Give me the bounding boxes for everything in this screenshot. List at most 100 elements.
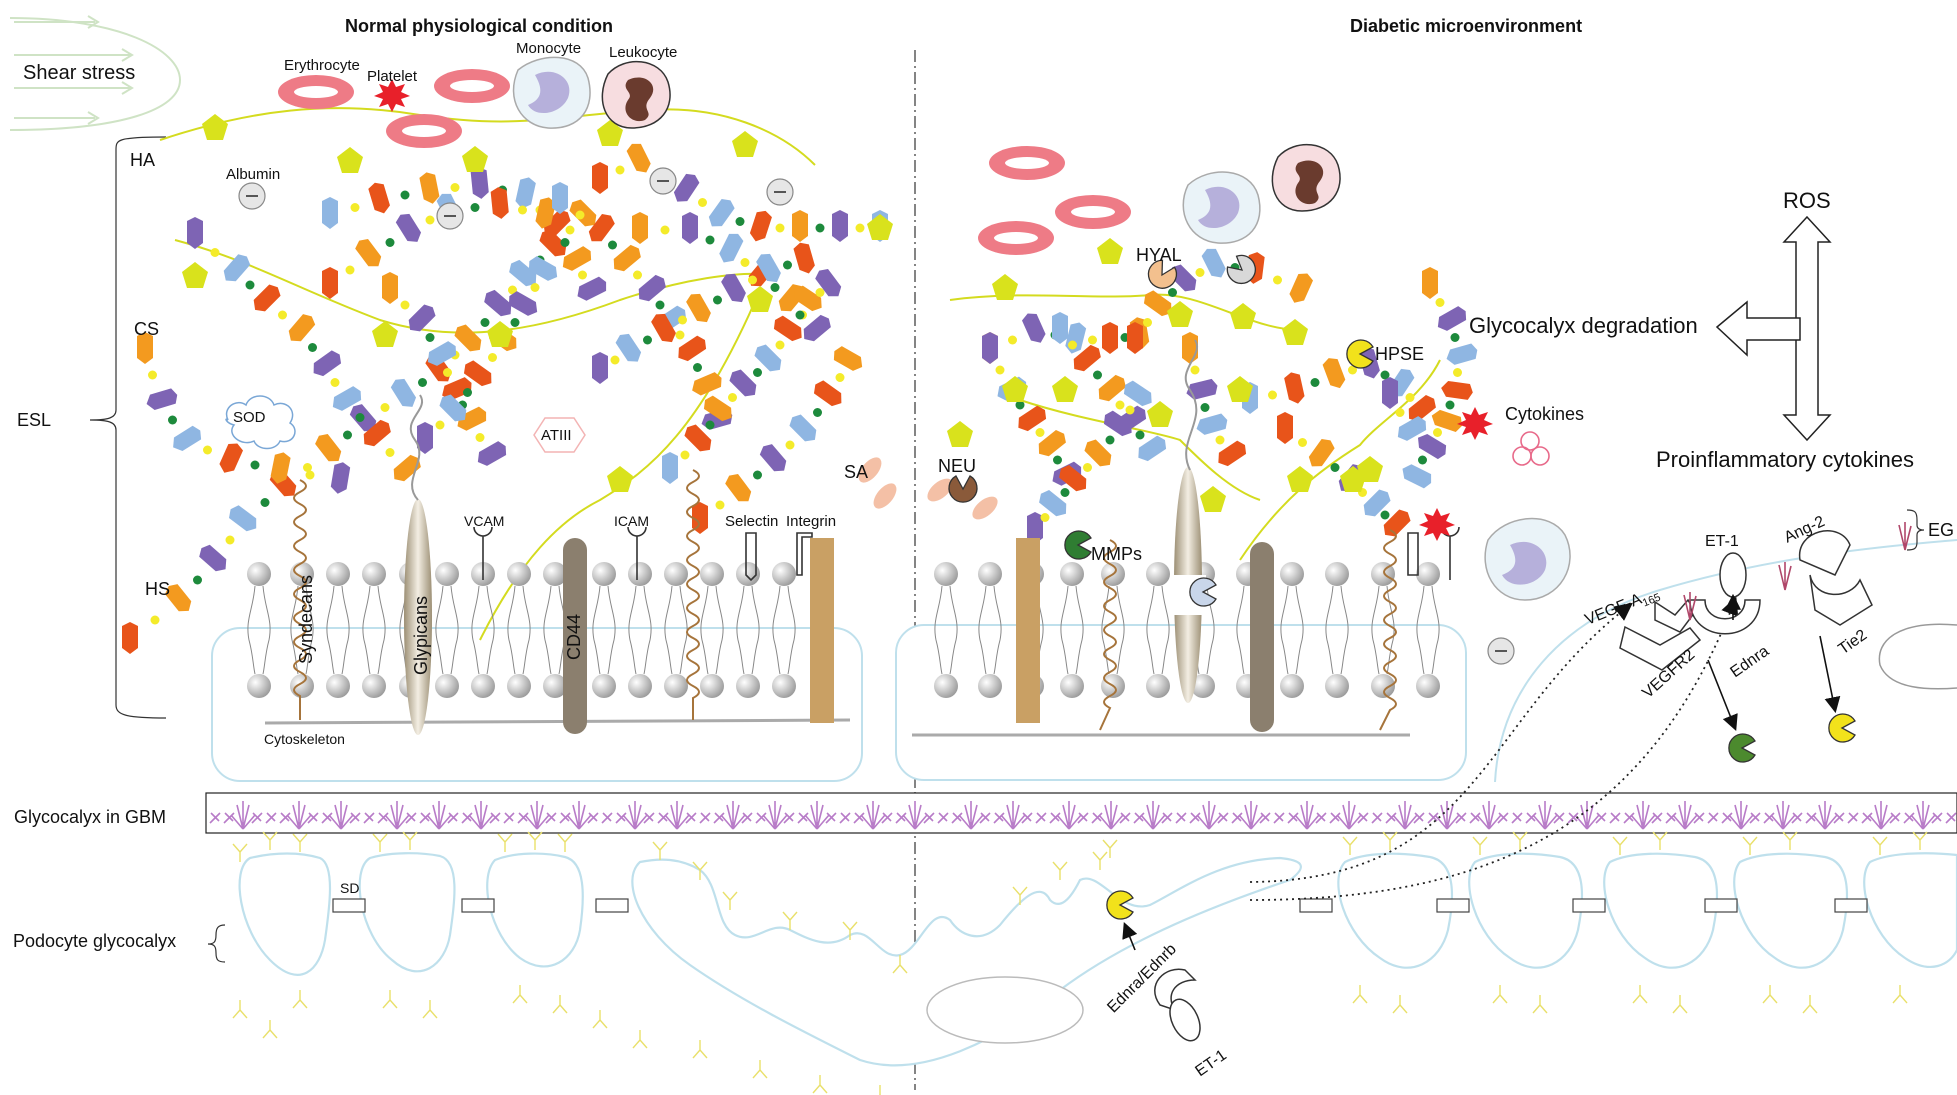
podocyte-nucleus bbox=[926, 976, 1084, 1044]
ha-unit bbox=[462, 146, 488, 172]
phospholipid bbox=[1146, 562, 1170, 698]
phospholipid bbox=[435, 562, 459, 698]
label-glycocalyx-degradation: Glycocalyx degradation bbox=[1469, 313, 1698, 338]
ang2-ligand bbox=[1799, 530, 1851, 576]
label-mmps: MMPs bbox=[1091, 544, 1142, 564]
phospholipid bbox=[247, 562, 271, 698]
vcam-receptor bbox=[473, 526, 493, 580]
et1-ligand-bottom bbox=[1169, 998, 1201, 1042]
ha-unit bbox=[947, 421, 973, 447]
erythrocyte bbox=[1055, 195, 1131, 229]
syndecan-spring bbox=[686, 469, 700, 720]
label-et1-top: ET-1 bbox=[1705, 533, 1739, 550]
platelet-burst bbox=[374, 79, 410, 112]
label-esl: ESL bbox=[17, 410, 52, 430]
ha-unit bbox=[1287, 466, 1313, 492]
ha-unit bbox=[1227, 376, 1253, 402]
cytokine-rings bbox=[1512, 431, 1550, 466]
ha-unit bbox=[1002, 376, 1028, 402]
glycan-chain bbox=[1382, 377, 1427, 441]
integrin-bar-diabetic bbox=[1016, 538, 1040, 723]
phospholipid bbox=[290, 562, 314, 698]
glycan-chain bbox=[137, 332, 351, 494]
label-podocyte-glycocalyx: Podocyte glycocalyx bbox=[13, 931, 177, 951]
label-erythrocyte: Erythrocyte bbox=[284, 57, 360, 74]
ros-arrow bbox=[1782, 215, 1832, 442]
slit-diaphragms bbox=[332, 898, 1868, 913]
label-cs: CS bbox=[134, 319, 160, 339]
podocyte-layer bbox=[238, 852, 1957, 1067]
label-eg: EG bbox=[1928, 520, 1955, 540]
ha-unit bbox=[732, 131, 758, 157]
neu-enzyme bbox=[948, 475, 978, 503]
label-neu: NEU bbox=[938, 456, 977, 476]
podocyte-glycocalyx-sprouts bbox=[232, 831, 1928, 1095]
ha-unit bbox=[1052, 376, 1078, 402]
ha-unit bbox=[867, 214, 893, 240]
label-glypicans: Glypicans bbox=[411, 595, 431, 675]
tie2-product bbox=[1828, 713, 1856, 743]
sa-protein bbox=[858, 457, 882, 483]
vegfr2-receptor bbox=[1619, 625, 1702, 671]
platelet-burst bbox=[1419, 508, 1455, 541]
ha-unit bbox=[597, 120, 623, 146]
phospholipid bbox=[507, 562, 531, 698]
cd44-core bbox=[563, 538, 587, 734]
label-integrin: Integrin bbox=[786, 513, 837, 530]
eg-sprouts bbox=[1683, 522, 1912, 621]
shear-stress-arrows bbox=[9, 15, 182, 131]
icam-receptor bbox=[627, 526, 647, 580]
title-normal: Normal physiological condition bbox=[345, 16, 614, 36]
label-syndecans: Syndecans bbox=[296, 574, 316, 664]
phospholipid bbox=[1280, 562, 1304, 698]
erythrocyte bbox=[989, 146, 1065, 180]
phospholipid bbox=[664, 562, 688, 698]
hyaluronan-units bbox=[182, 114, 1383, 512]
ha-unit bbox=[607, 466, 633, 492]
cd44-core-diabetic bbox=[1250, 542, 1274, 732]
et1-ligand bbox=[1719, 552, 1747, 598]
label-sod: SOD bbox=[233, 409, 266, 426]
monocyte bbox=[1182, 171, 1261, 244]
atiii-hexagon bbox=[533, 417, 586, 453]
phospholipid bbox=[978, 562, 1002, 698]
esl-brace bbox=[89, 136, 167, 719]
phospholipid bbox=[362, 562, 386, 698]
vegfr2-product bbox=[1728, 733, 1756, 763]
monocyte-adhering bbox=[1484, 517, 1571, 601]
syndecan-spring bbox=[293, 479, 307, 720]
ha-unit bbox=[1097, 238, 1123, 264]
glycan-chain bbox=[592, 242, 815, 384]
selectin-receptor bbox=[745, 532, 757, 582]
label-cytokines: Cytokines bbox=[1505, 404, 1585, 424]
podocyte-brace bbox=[207, 924, 226, 963]
sod-cloud bbox=[225, 395, 296, 450]
monocyte bbox=[512, 56, 591, 129]
ha-unit bbox=[1167, 301, 1193, 327]
phospholipid bbox=[1060, 562, 1084, 698]
glycan-chain bbox=[662, 268, 842, 484]
phospholipid bbox=[700, 562, 724, 698]
label-hpse: HPSE bbox=[1375, 344, 1425, 364]
label-selectin: Selectin bbox=[725, 513, 779, 530]
integrin-receptor bbox=[796, 532, 813, 576]
phospholipid bbox=[543, 562, 567, 698]
label-leukocyte: Leukocyte bbox=[609, 44, 678, 61]
label-hyal: HYAL bbox=[1136, 245, 1182, 265]
label-platelet: Platelet bbox=[367, 68, 418, 85]
syndecan-spring-diabetic bbox=[1099, 539, 1117, 731]
degradation-arrow bbox=[1715, 300, 1801, 357]
syndecan-spring-diabetic2 bbox=[1379, 529, 1397, 731]
glypican-stem bbox=[409, 394, 423, 501]
phospholipid bbox=[1371, 562, 1395, 698]
gbm-glycocalyx-tufts bbox=[209, 801, 1957, 830]
title-diabetic: Diabetic microenvironment bbox=[1350, 16, 1583, 36]
ha-unit bbox=[202, 114, 228, 140]
erythrocyte bbox=[278, 75, 354, 109]
ha-unit bbox=[1200, 486, 1226, 512]
label-icam: ICAM bbox=[614, 513, 649, 529]
ha-unit bbox=[992, 274, 1018, 300]
label-hs: HS bbox=[145, 579, 171, 599]
